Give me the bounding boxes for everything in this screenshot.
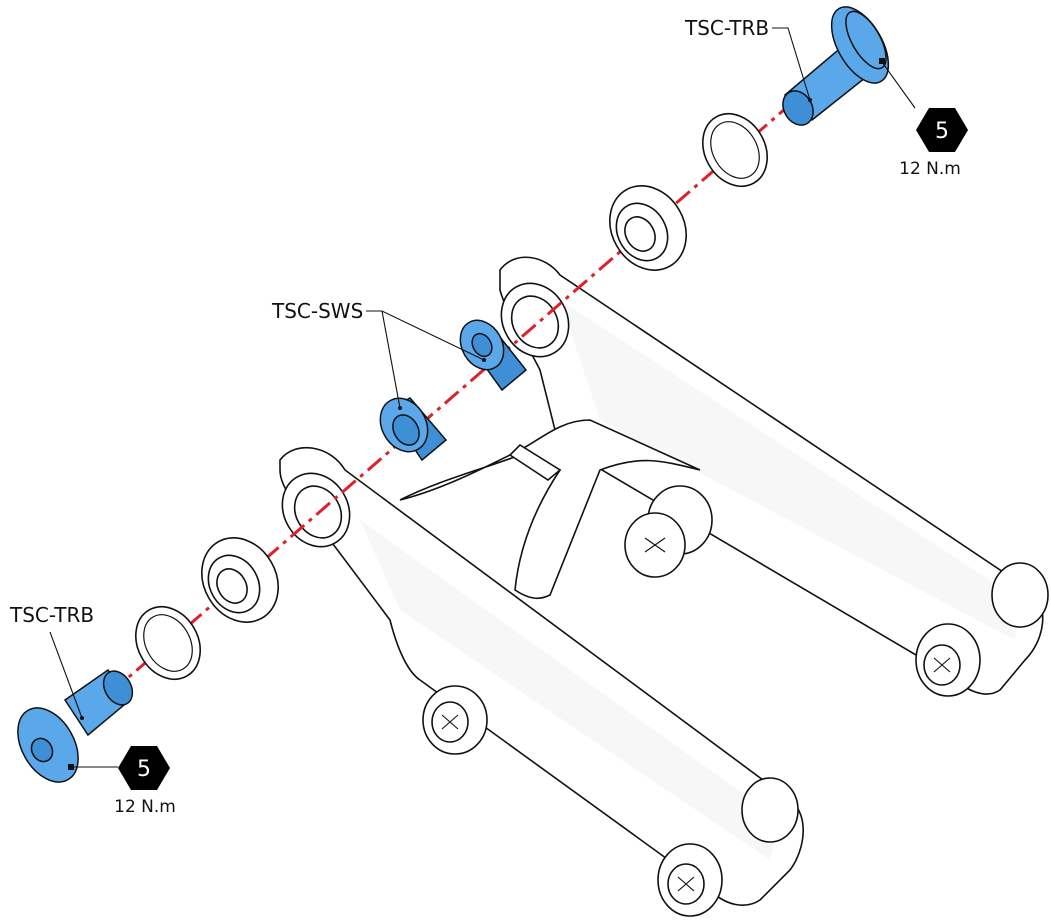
circlip-top [702,113,768,187]
torque-value-top: 12 N.m [899,159,961,179]
circlip-bottom [135,606,201,680]
hex-key-badge-top: 5 [916,108,968,152]
leader-lines [49,27,916,770]
pivot-axis-line [84,68,831,717]
label-tsc-trb-top: TSC-TRB [684,16,769,40]
hex-key-badge-bottom: 5 [118,746,170,790]
tsc-sws-spacer-lower [379,397,448,462]
tsc-trb-bolt-bottom [17,668,134,783]
rocker-link-frame [279,256,1049,917]
label-tsc-sws: TSC-SWS [271,299,363,323]
hex-size-top: 5 [935,119,949,144]
bearing-bottom [201,537,279,623]
torque-value-bottom: 12 N.m [114,797,176,817]
tsc-sws-spacer-upper [459,319,528,392]
label-tsc-trb-bottom: TSC-TRB [9,603,94,627]
bearing-top [609,185,687,271]
hex-size-bottom: 5 [137,757,151,782]
tsc-trb-bolt-top [782,6,890,126]
